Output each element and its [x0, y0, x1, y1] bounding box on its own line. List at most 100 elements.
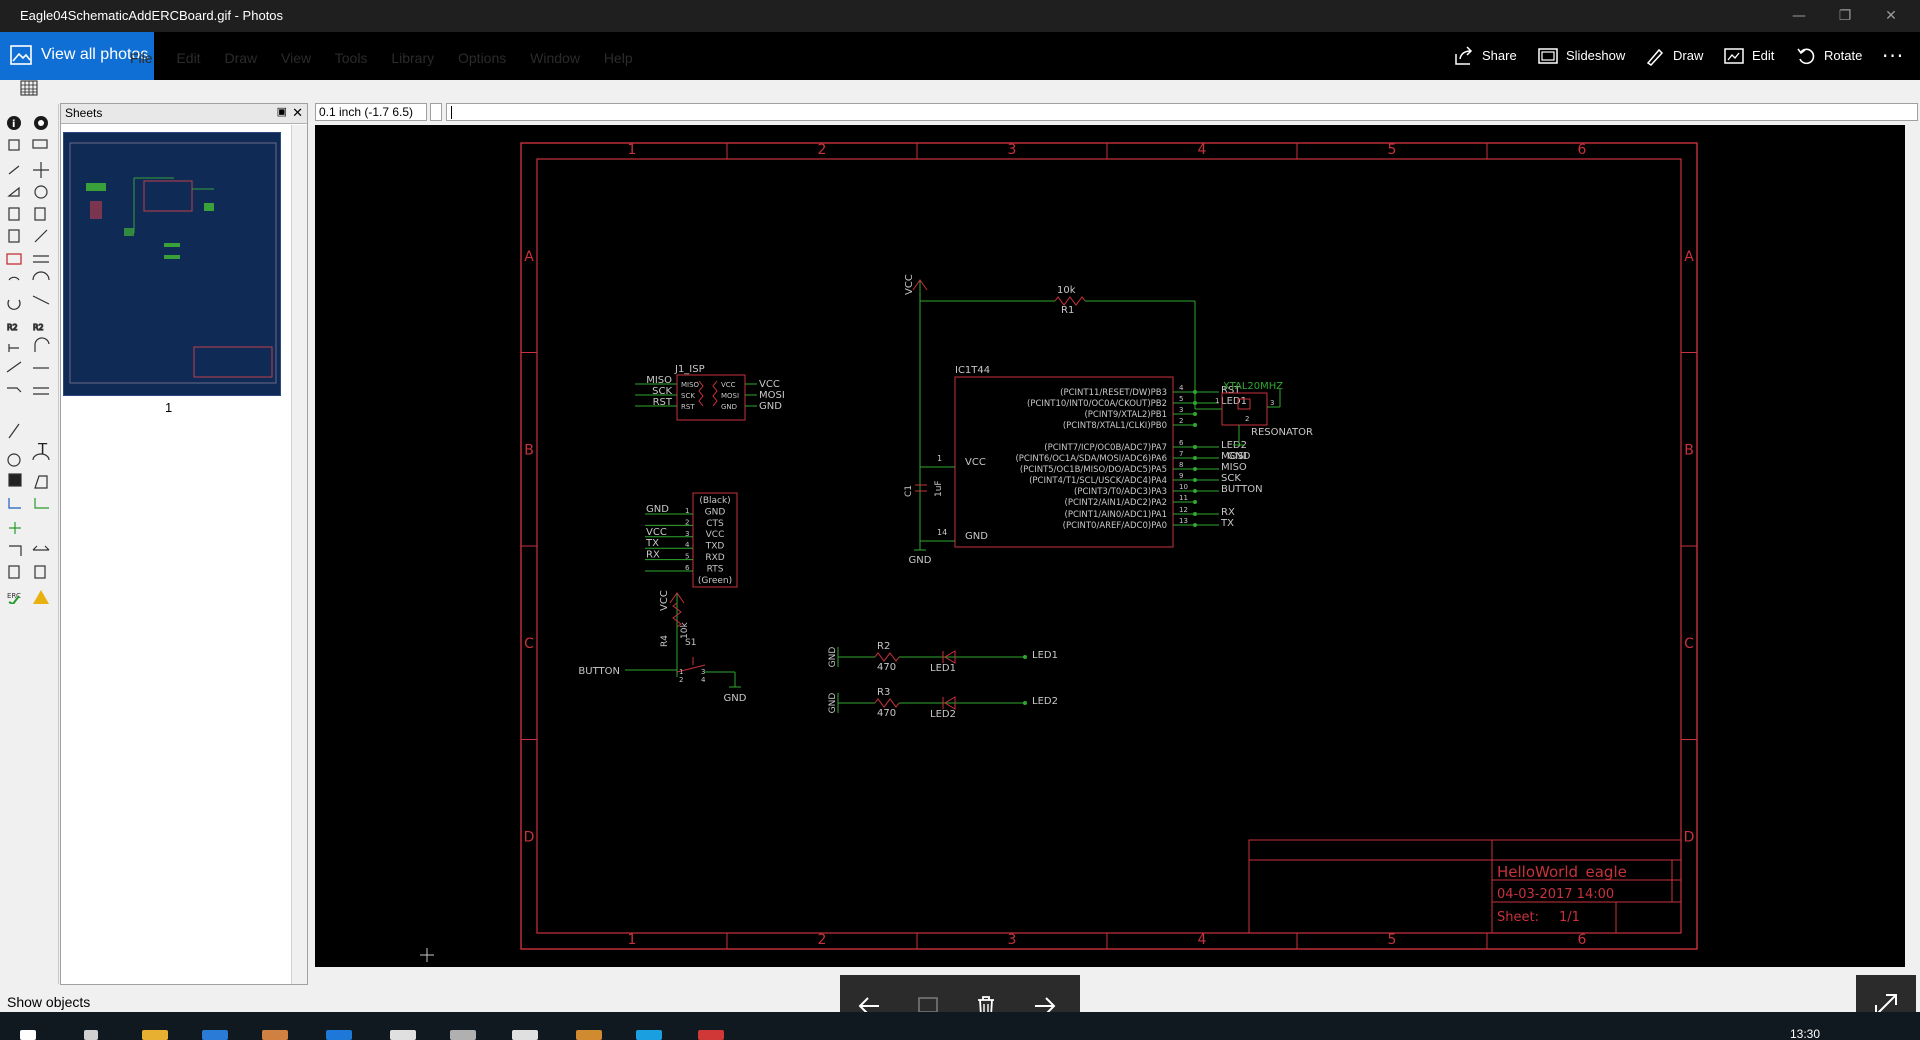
grid-toggle[interactable]: [430, 103, 442, 121]
horizontal-scrollbar[interactable]: [315, 967, 1905, 985]
window-title: Eagle04SchematicAddERCBoard.gif - Photos: [20, 8, 284, 23]
view-all-photos-button[interactable]: View all photos: [0, 32, 154, 80]
copy-icon: [8, 207, 20, 221]
title-block-name: HelloWorld_eagle: [1497, 863, 1627, 882]
share-label: Share: [1482, 48, 1517, 63]
ic-attiny44: [954, 376, 1174, 548]
gnd-label: GND: [1228, 451, 1251, 462]
pin-number: 2: [685, 518, 689, 526]
command-line-input[interactable]: [446, 103, 1918, 121]
net-label: VCC: [759, 379, 780, 390]
pin-number: 2: [1245, 415, 1249, 423]
title-block-sheet-value: 1/1: [1559, 910, 1580, 925]
rotate-tool-icon: [34, 185, 48, 199]
task-view-icon[interactable]: [84, 1030, 98, 1040]
frame-row-label: C: [524, 636, 534, 652]
pin-number: 6: [1179, 439, 1184, 447]
next-arrow-icon[interactable]: [1031, 993, 1057, 1019]
ftdi-pin-label: TXD: [705, 542, 725, 552]
frame-column-label: 3: [1008, 932, 1017, 948]
tool-palette-icons[interactable]: i R2 R2: [3, 104, 59, 606]
button-net-label: BUTTON: [578, 666, 620, 677]
close-button[interactable]: ✕: [1885, 8, 1897, 24]
pin-number: 13: [1179, 517, 1188, 525]
gnd-label: GND: [724, 693, 747, 704]
delete-icon[interactable]: [973, 993, 999, 1019]
more-options-button[interactable]: ···: [1882, 44, 1905, 68]
close-panel-icon[interactable]: ✕: [292, 105, 303, 120]
undock-icon[interactable]: ▣: [276, 106, 287, 118]
grid-icon[interactable]: [20, 80, 38, 96]
info-icon: [7, 116, 21, 130]
svg-text:i: i: [12, 119, 15, 130]
ftdi-connector: [692, 492, 738, 588]
ftdi-pin-label: RTS: [707, 564, 724, 574]
line-icon: [8, 423, 20, 439]
change-icon: [8, 276, 20, 281]
frame-column-label: 6: [1578, 142, 1587, 158]
ic-pin-label: (PCINT9/XTAL2)PB1: [1084, 410, 1167, 420]
ic-pin-label: (PCINT10/INT0/OC0A/CKOUT)PB2: [1027, 399, 1167, 409]
vcc-label: VCC: [904, 274, 915, 295]
browser-icon[interactable]: [202, 1030, 228, 1040]
file-explorer-icon[interactable]: [142, 1030, 168, 1040]
sheet-thumbnail[interactable]: [63, 132, 281, 396]
gnd-label: GND: [828, 693, 838, 714]
net-label: LED1: [1221, 396, 1247, 407]
svg-text:R2: R2: [33, 323, 44, 332]
smash-icon: [6, 361, 22, 373]
ic-pin-label: (PCINT0/AREF/ADC0)PA0: [1063, 521, 1167, 531]
pin-number: 1: [1215, 397, 1219, 405]
label-icon: [34, 565, 46, 579]
coordinate-readout: 0.1 inch (-1.7 6.5): [315, 103, 427, 121]
replace-icon: [33, 255, 49, 263]
ic-pin-label: (PCINT4/T1/SCL/USCK/ADC4)PA4: [1029, 476, 1167, 486]
frame-column-label: 2: [818, 932, 827, 948]
mirror-icon: [7, 186, 20, 197]
resistor-value: 470: [877, 708, 896, 719]
eagle-toolbar: [0, 80, 1920, 102]
ftdi-pin-label: CTS: [706, 519, 724, 529]
app-icon[interactable]: [512, 1030, 538, 1040]
ic-pin-label: (PCINT5/OC1B/MISO/DO/ADC5)PA5: [1020, 465, 1167, 475]
app-icon[interactable]: [636, 1030, 662, 1040]
net-label: MOSI: [1221, 451, 1247, 462]
maximize-button[interactable]: ❐: [1838, 8, 1852, 24]
title-block: [1248, 839, 1682, 934]
vertical-scrollbar[interactable]: [1906, 125, 1920, 985]
resistor-r1: [1054, 296, 1086, 306]
pin-number: 4: [1179, 384, 1184, 392]
pin-number: 6: [685, 564, 690, 572]
sheets-scrollbar[interactable]: [291, 125, 307, 984]
resonator-name: RESONATOR: [1251, 427, 1313, 438]
resistor-name: R3: [877, 687, 890, 698]
vcc-label: VCC: [659, 590, 670, 611]
store-icon[interactable]: [326, 1030, 352, 1040]
split-icon: [8, 344, 19, 352]
taskbar-clock: 13:30: [1790, 1027, 1821, 1040]
app-icon[interactable]: [262, 1030, 288, 1040]
view-all-photos-label: View all photos: [41, 46, 149, 63]
app-icon[interactable]: [698, 1030, 724, 1040]
ftdi-pin-label: (Black): [699, 496, 730, 506]
app-icon[interactable]: [390, 1030, 416, 1040]
miter-icon: [34, 337, 50, 352]
sheets-title: Sheets: [65, 106, 103, 120]
frame-column-label: 4: [1198, 142, 1207, 158]
edit-label: Edit: [1752, 48, 1775, 63]
eagle-icon[interactable]: [576, 1030, 602, 1040]
pin-number: 5: [1179, 395, 1183, 403]
rect-icon: [8, 473, 22, 487]
minimize-button[interactable]: —: [1792, 8, 1806, 24]
arc-icon: [32, 453, 50, 461]
gnd-label: GND: [828, 647, 838, 668]
previous-arrow-icon[interactable]: [857, 993, 883, 1019]
pin-label: MOSI: [721, 392, 739, 400]
ic-name: IC1T44: [955, 365, 990, 376]
start-icon[interactable]: [20, 1030, 36, 1040]
app-icon[interactable]: [450, 1030, 476, 1040]
status-text: Show objects: [7, 994, 91, 1010]
